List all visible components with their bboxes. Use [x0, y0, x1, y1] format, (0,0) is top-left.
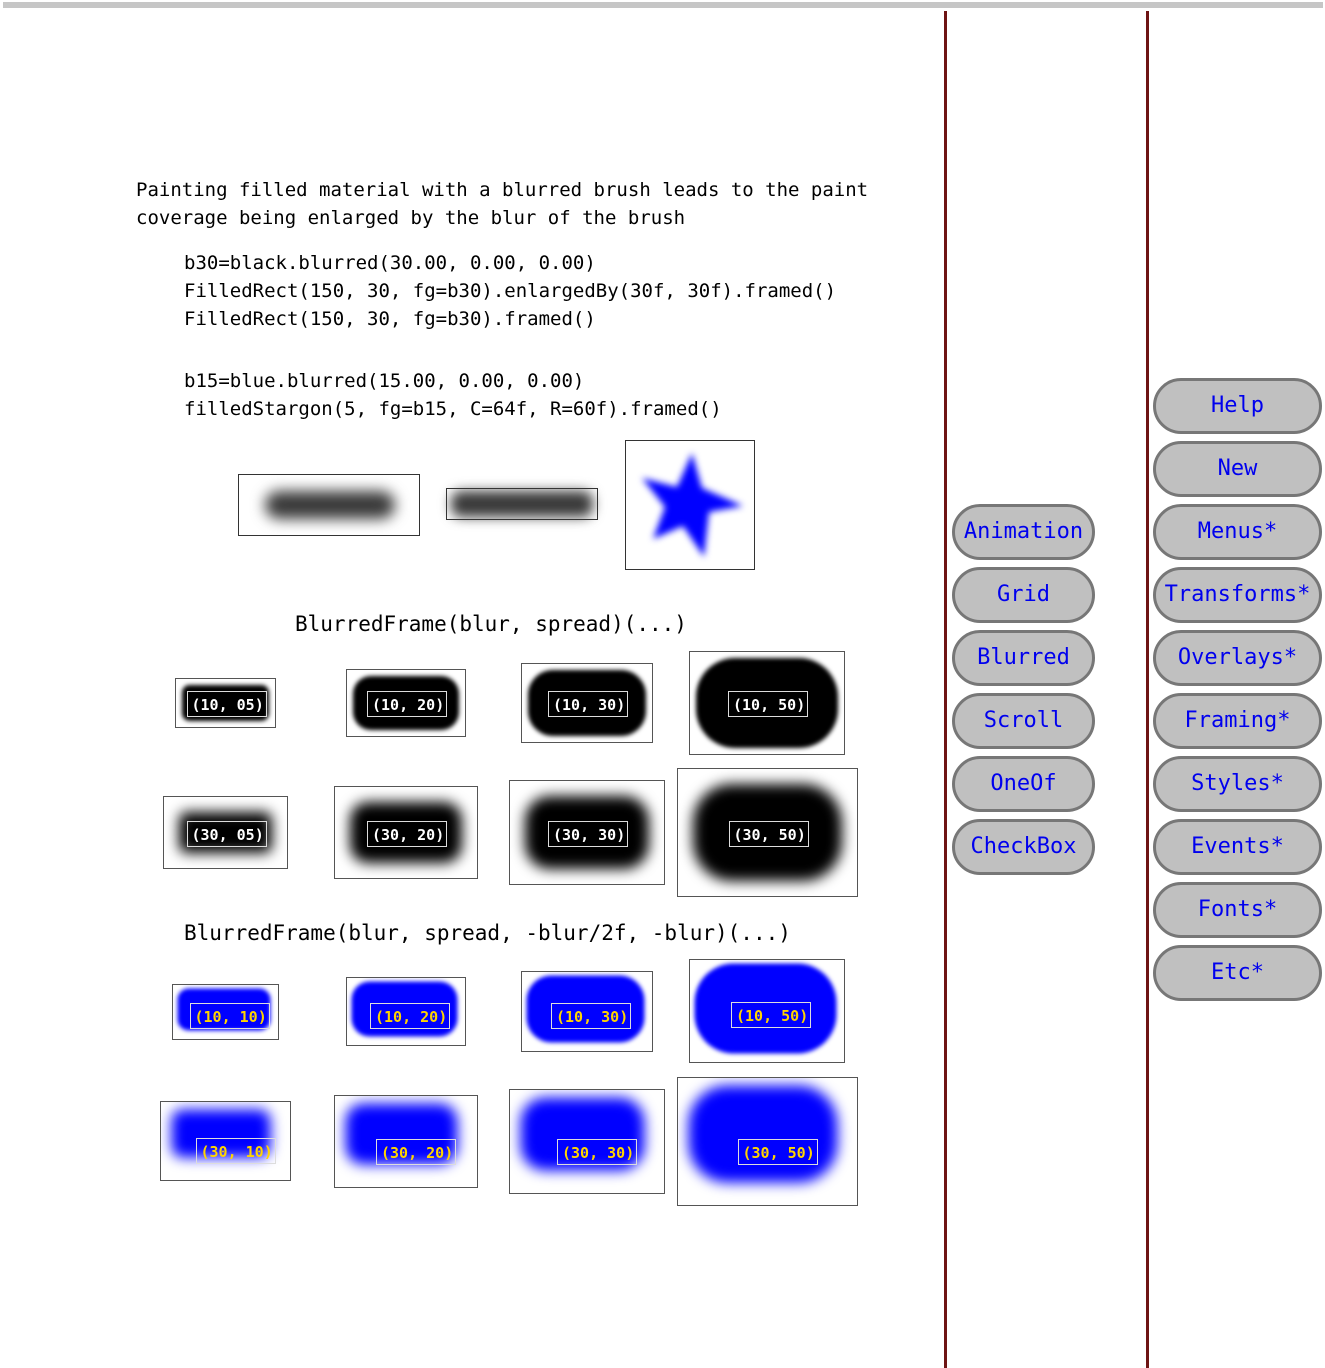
menu-button-fonts[interactable]: Fonts* — [1153, 882, 1322, 938]
frame-label: (10, 30) — [548, 691, 628, 717]
description-line-2: coverage being enlarged by the blur of t… — [136, 207, 686, 229]
blur-shadow — [528, 670, 646, 736]
blur-shadow — [353, 676, 459, 730]
blurred-frame: (10, 20) — [346, 977, 466, 1046]
menu-button-overlays[interactable]: Overlays* — [1153, 630, 1322, 686]
frame-label: (10, 10) — [189, 1003, 270, 1029]
blurred-frame: (30, 05) — [163, 796, 288, 869]
blurred-frame: (10, 05) — [175, 678, 276, 728]
blur-shadow — [177, 988, 271, 1031]
menu-button-oneof[interactable]: OneOf — [952, 756, 1095, 812]
menu-button-events[interactable]: Events* — [1153, 819, 1322, 875]
blurred-frame: (30, 10) — [160, 1101, 291, 1181]
blur-shadow — [693, 784, 842, 881]
code-line: FilledRect(150, 30, fg=b30).enlargedBy(3… — [184, 280, 837, 302]
blurred-frame: (10, 30) — [521, 663, 653, 743]
blurred-frame: (30, 50) — [677, 768, 858, 897]
code-line: b15=blue.blurred(15.00, 0.00, 0.00) — [184, 370, 585, 392]
heading-blurred-frame-offset: BlurredFrame(blur, spread, -blur/2f, -bl… — [184, 921, 791, 945]
frame-label: (30, 50) — [728, 820, 809, 847]
blurred-rect — [446, 488, 598, 520]
blurred-frame: (10, 20) — [346, 669, 466, 737]
menu-button-checkbox[interactable]: CheckBox — [952, 819, 1095, 875]
blurred-frame: (10, 30) — [521, 971, 653, 1052]
code-block-2: b15=blue.blurred(15.00, 0.00, 0.00) fill… — [184, 367, 722, 423]
menu-button-animation[interactable]: Animation — [952, 504, 1095, 560]
menu-button-etc[interactable]: Etc* — [1153, 945, 1322, 1001]
heading-blurred-frame: BlurredFrame(blur, spread)(...) — [295, 612, 687, 636]
frame-label: (10, 50) — [728, 691, 808, 717]
blur-shadow — [526, 975, 645, 1043]
frame-label: (30, 30) — [548, 820, 628, 847]
menu-button-blurred[interactable]: Blurred — [952, 630, 1095, 686]
blurred-rect-enlarged — [238, 474, 420, 536]
blurred-star — [625, 440, 755, 570]
code-line: filledStargon(5, fg=b15, C=64f, R=60f).f… — [184, 398, 722, 420]
menu-button-scroll[interactable]: Scroll — [952, 693, 1095, 749]
blurred-frame: (10, 10) — [172, 984, 279, 1040]
blurred-frame: (30, 30) — [509, 780, 665, 885]
frame-label: (10, 50) — [731, 1002, 811, 1028]
top-bar — [3, 2, 1323, 8]
frame-label: (10, 20) — [370, 1002, 450, 1029]
frame-label: (10, 30) — [551, 1002, 631, 1029]
code-line: b30=black.blurred(30.00, 0.00, 0.00) — [184, 252, 596, 274]
frame-label: (10, 05) — [186, 691, 267, 717]
blur-shadow — [345, 1103, 458, 1165]
frame-label: (30, 20) — [376, 1138, 456, 1165]
blur-shadow — [688, 1085, 838, 1183]
blurred-frame: (30, 50) — [677, 1077, 858, 1206]
menu-button-menus[interactable]: Menus* — [1153, 504, 1322, 560]
code-block-1: b30=black.blurred(30.00, 0.00, 0.00) Fil… — [184, 249, 836, 333]
blurred-frame: (10, 50) — [689, 651, 845, 755]
blurred-frame: (30, 20) — [334, 786, 478, 879]
blur-shadow — [694, 963, 837, 1054]
star-icon — [642, 453, 743, 557]
divider-left — [944, 11, 947, 1368]
blur-shadow — [525, 796, 649, 869]
frame-label: (30, 30) — [557, 1138, 637, 1165]
description-line-1: Painting filled material with a blurred … — [136, 179, 869, 201]
menu-button-framing[interactable]: Framing* — [1153, 693, 1322, 749]
blur-shadow — [351, 981, 458, 1037]
menu-button-help[interactable]: Help — [1153, 378, 1322, 434]
blur-shadow — [696, 658, 838, 748]
blur-shadow — [520, 1097, 645, 1171]
menu-button-styles[interactable]: Styles* — [1153, 756, 1322, 812]
blur-shadow — [350, 802, 462, 863]
frame-label: (30, 50) — [737, 1138, 818, 1165]
menu-button-grid[interactable]: Grid — [952, 567, 1095, 623]
blurred-frame: (30, 20) — [334, 1095, 478, 1188]
description: Painting filled material with a blurred … — [136, 176, 868, 232]
frame-label: (10, 20) — [367, 691, 447, 717]
frame-label: (30, 20) — [367, 820, 447, 847]
blur-shadow — [171, 1109, 271, 1158]
blurred-frame: (30, 30) — [509, 1089, 665, 1194]
frame-label: (30, 05) — [186, 820, 267, 847]
blurred-frame: (10, 50) — [689, 959, 845, 1063]
frame-label: (30, 10) — [195, 1138, 276, 1164]
code-line: FilledRect(150, 30, fg=b30).framed() — [184, 308, 596, 330]
divider-right — [1146, 11, 1149, 1368]
menu-button-new[interactable]: New — [1153, 441, 1322, 497]
menu-button-transforms[interactable]: Transforms* — [1153, 567, 1322, 623]
